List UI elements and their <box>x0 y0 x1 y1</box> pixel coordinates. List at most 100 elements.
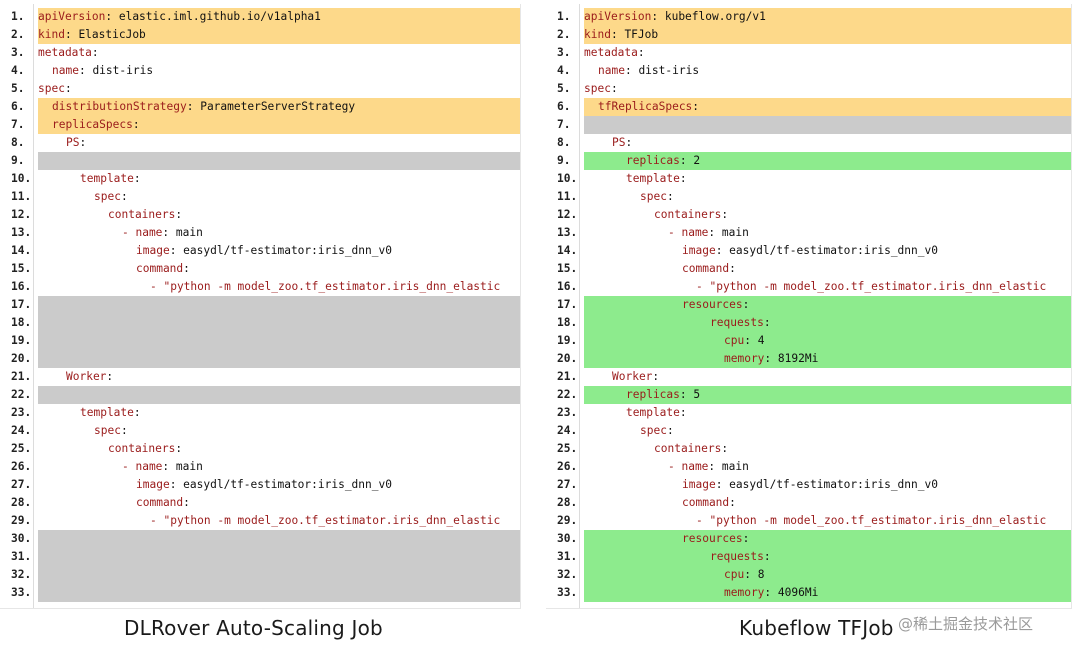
code-content: spec: <box>584 188 1071 206</box>
line-number: 7. <box>546 116 579 134</box>
line-number: 5. <box>546 80 579 98</box>
yaml-value: main <box>175 226 203 239</box>
code-highlight-gray <box>38 350 520 368</box>
code-content: - name: main <box>584 224 1071 242</box>
line-number: 25. <box>0 440 33 458</box>
yaml-value: 8192Mi <box>777 352 819 365</box>
code-highlight-gray <box>38 530 520 548</box>
code-line: 33. memory: 4096Mi <box>546 584 1071 602</box>
yaml-separator: : <box>744 334 758 347</box>
yaml-separator: : <box>763 550 771 563</box>
code-content: image: easydl/tf-estimator:iris_dnn_v0 <box>38 242 520 260</box>
yaml-key: replicaSpecs <box>52 118 133 131</box>
code-line: 25.containers: <box>0 440 520 458</box>
line-number: 3. <box>546 44 579 62</box>
code-line: 26.- name: main <box>0 458 520 476</box>
yaml-separator: : <box>679 388 694 401</box>
code-line: 12.containers: <box>0 206 520 224</box>
code-line: 19. cpu: 4 <box>546 332 1071 350</box>
code-line: 9. <box>0 152 520 170</box>
yaml-separator: : <box>679 406 687 419</box>
code-line: 15.command: <box>546 260 1071 278</box>
yaml-key: metadata <box>38 46 92 59</box>
code-content: command: <box>38 260 520 278</box>
code-line: 16.- "python -m model_zoo.tf_estimator.i… <box>0 278 520 296</box>
yaml-key: memory <box>724 352 765 365</box>
code-line: 4.name: dist-iris <box>546 62 1071 80</box>
yaml-separator: : <box>666 424 674 437</box>
yaml-key: - "python -m model_zoo.tf_estimator.iris… <box>150 280 501 293</box>
code-line: 23.template: <box>0 404 520 422</box>
code-content: - name: main <box>38 458 520 476</box>
yaml-key: apiVersion <box>38 10 106 23</box>
yaml-separator: : <box>64 82 72 95</box>
code-highlight-green: replicas: 2 <box>584 152 1071 170</box>
code-highlight-yellow: tfReplicaSpecs: <box>584 98 1071 116</box>
code-highlight-yellow: apiVersion: kubeflow.org/v1 <box>584 8 1071 26</box>
code-highlight-gray <box>584 116 1071 134</box>
code-line: 32. <box>0 566 520 584</box>
code-highlight-yellow: kind: ElasticJob <box>38 26 520 44</box>
yaml-separator: : <box>120 190 128 203</box>
yaml-key: name <box>52 64 79 77</box>
code-highlight-gray <box>38 584 520 602</box>
code-content: image: easydl/tf-estimator:iris_dnn_v0 <box>38 476 520 494</box>
yaml-key: containers <box>654 208 722 221</box>
code-line: 3.metadata: <box>0 44 520 62</box>
yaml-key: - name <box>122 226 163 239</box>
line-number: 19. <box>546 332 579 350</box>
yaml-key: - "python -m model_zoo.tf_estimator.iris… <box>696 514 1047 527</box>
code-line: 22. <box>0 386 520 404</box>
line-number: 33. <box>0 584 33 602</box>
code-line: 1.apiVersion: elastic.iml.github.io/v1al… <box>0 8 520 26</box>
yaml-key: spec <box>640 424 667 437</box>
yaml-value: easydl/tf-estimator:iris_dnn_v0 <box>729 244 938 257</box>
code-line: 21.Worker: <box>0 368 520 386</box>
yaml-separator: : <box>186 100 201 113</box>
yaml-key: replicas <box>626 388 680 401</box>
line-number: 29. <box>0 512 33 530</box>
code-highlight-green: resources: <box>584 296 1071 314</box>
code-content: - "python -m model_zoo.tf_estimator.iris… <box>584 512 1071 530</box>
yaml-key: template <box>626 172 680 185</box>
line-number: 28. <box>546 494 579 512</box>
code-line: 8.PS: <box>0 134 520 152</box>
code-line: 33. <box>0 584 520 602</box>
code-content: template: <box>38 404 520 422</box>
code-highlight-green: cpu: 4 <box>584 332 1071 350</box>
right-caption: Kubeflow TFJob <box>739 616 894 640</box>
yaml-separator: : <box>175 442 183 455</box>
yaml-value: 4 <box>757 334 765 347</box>
line-number: 21. <box>0 368 33 386</box>
code-line: 15.command: <box>0 260 520 278</box>
yaml-key: command <box>136 262 184 275</box>
code-line: 20. <box>0 350 520 368</box>
code-content: - name: main <box>584 458 1071 476</box>
code-line: 31. <box>0 548 520 566</box>
code-content: name: dist-iris <box>38 62 520 80</box>
code-highlight-yellow: apiVersion: elastic.iml.github.io/v1alph… <box>38 8 520 26</box>
code-line: 14.image: easydl/tf-estimator:iris_dnn_v… <box>0 242 520 260</box>
code-content: command: <box>584 260 1071 278</box>
yaml-separator: : <box>652 370 660 383</box>
code-line: 7. <box>546 116 1071 134</box>
yaml-separator: : <box>175 208 183 221</box>
yaml-value: dist-iris <box>638 64 700 77</box>
code-content: - "python -m model_zoo.tf_estimator.iris… <box>38 512 520 530</box>
code-highlight-gray <box>38 314 520 332</box>
code-line: 8.PS: <box>546 134 1071 152</box>
code-line: 20.memory: 8192Mi <box>546 350 1071 368</box>
line-number: 33. <box>546 584 579 602</box>
code-highlight-gray <box>38 152 520 170</box>
code-highlight-green: memory: 4096Mi <box>584 584 1071 602</box>
line-number: 30. <box>546 530 579 548</box>
code-line: 11.spec: <box>546 188 1071 206</box>
code-line: 28.command: <box>546 494 1071 512</box>
yaml-key: - "python -m model_zoo.tf_estimator.iris… <box>150 514 501 527</box>
line-number: 18. <box>0 314 33 332</box>
yaml-separator: : <box>721 442 729 455</box>
yaml-key: spec <box>94 190 121 203</box>
code-content: image: easydl/tf-estimator:iris_dnn_v0 <box>584 242 1071 260</box>
yaml-value: easydl/tf-estimator:iris_dnn_v0 <box>183 244 392 257</box>
